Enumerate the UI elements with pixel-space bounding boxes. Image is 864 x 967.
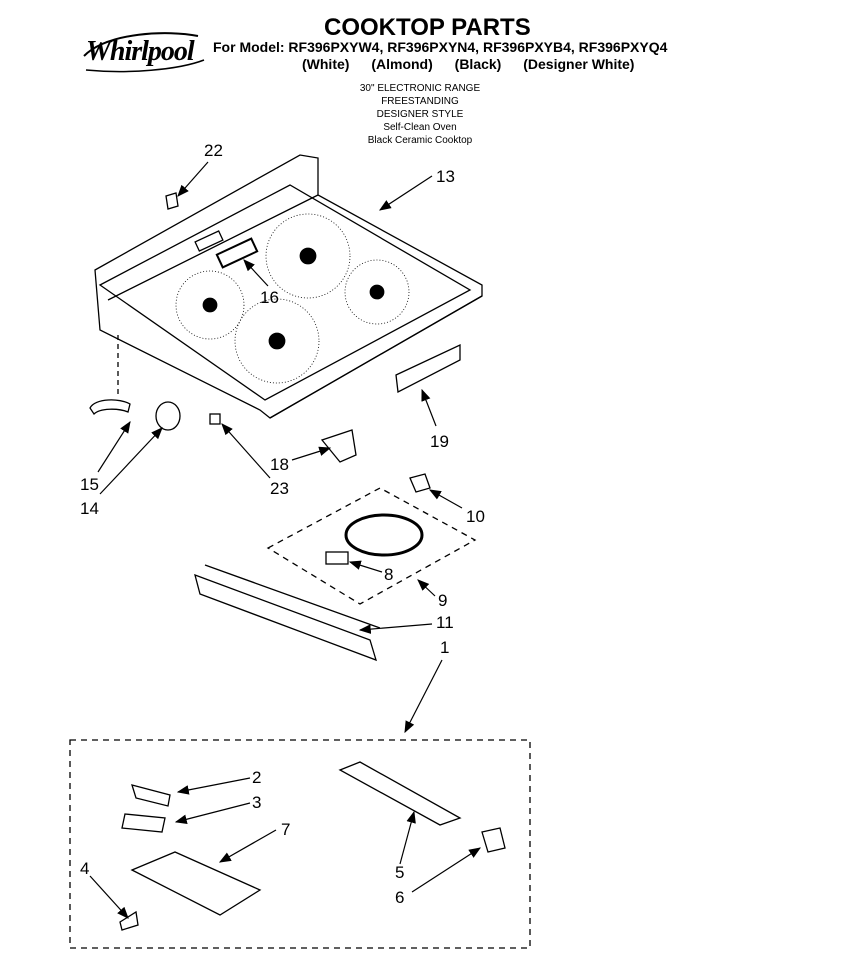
part-5 (338, 761, 462, 826)
callout-18: 18 (270, 455, 289, 474)
color-black: (Black) (454, 56, 502, 72)
part-3 (121, 813, 166, 833)
callout-22: 22 (204, 141, 223, 160)
bracket-19 (395, 343, 461, 394)
callout-10: 10 (466, 507, 485, 526)
product-description: 30" ELECTRONIC RANGE FREESTANDING DESIGN… (300, 82, 540, 147)
part-14 (155, 401, 181, 431)
desc-line: Black Ceramic Cooktop (367, 135, 473, 146)
callout-13: 13 (436, 167, 455, 186)
callout-6: 6 (395, 888, 404, 907)
callout-9: 9 (438, 591, 447, 610)
color-designer-white: (Designer White) (523, 56, 635, 72)
desc-line: DESIGNER STYLE (376, 109, 464, 120)
brand-name: Whirlpool (86, 36, 195, 67)
callout-15: 15 (80, 475, 99, 494)
clip-22 (165, 192, 179, 210)
part-2 (131, 784, 171, 807)
channel-11 (194, 573, 377, 662)
color-almond: (Almond) (371, 56, 433, 72)
cooktop-assembly (94, 154, 483, 419)
callout-16: 16 (260, 288, 279, 307)
part-6 (481, 827, 506, 853)
callout-19: 19 (430, 432, 449, 451)
callout-11: 11 (436, 613, 454, 632)
callout-14: 14 (80, 499, 99, 518)
page-title: COOKTOP PARTS (324, 14, 531, 41)
burner-patterns (175, 213, 410, 384)
part-10 (409, 473, 431, 493)
element-box (266, 487, 477, 605)
color-white: (White) (302, 56, 350, 72)
whirlpool-logo: Whirlpool (78, 30, 208, 74)
callout-8: 8 (384, 565, 393, 584)
part-23 (209, 413, 221, 425)
callout-7: 7 (281, 820, 290, 839)
part-7 (130, 851, 262, 916)
callout-2: 2 (252, 768, 261, 787)
logo-swoosh (83, 32, 205, 73)
callout-1: 1 (440, 638, 449, 657)
desc-line: 30" ELECTRONIC RANGE (359, 83, 481, 94)
part-18 (320, 429, 357, 463)
callout-23: 23 (270, 479, 289, 498)
kit-box (69, 739, 531, 949)
part-15 (89, 399, 131, 416)
part-4 (119, 910, 139, 931)
element-9 (344, 513, 424, 557)
callout-5: 5 (395, 863, 404, 882)
callout-3: 3 (252, 793, 261, 812)
color-line: (White) (Almond) (Black) (Designer White… (302, 56, 652, 72)
callout-4: 4 (80, 859, 89, 878)
part-8 (325, 551, 349, 565)
model-line: For Model: RF396PXYW4, RF396PXYN4, RF396… (213, 39, 668, 55)
desc-line: FREESTANDING (381, 96, 459, 107)
desc-line: Self-Clean Oven (383, 122, 457, 133)
